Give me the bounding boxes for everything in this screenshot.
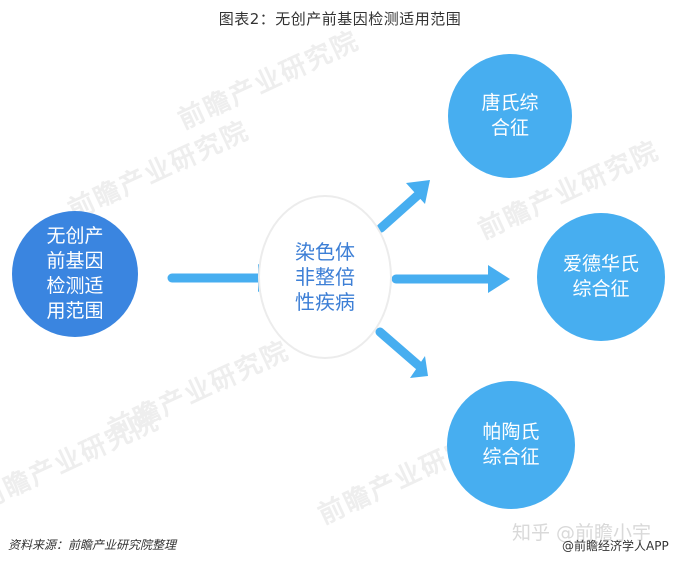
credit-note: @前瞻经济学人APP — [562, 539, 669, 553]
arrow-center-to-outcome-2 — [391, 265, 510, 293]
page-title: 图表2：无创产前基因检测适用范围 — [218, 10, 462, 28]
source-note: 资料来源：前瞻产业研究院整理 — [8, 538, 177, 552]
source-node-nipt-scope: 无创产 前基因 检测适 用范围 — [12, 211, 138, 337]
center-node-label: 染色体 非整倍 性疾病 — [295, 239, 355, 314]
outcome-node-label: 爱德华氏 综合征 — [562, 253, 639, 300]
outcome-node-patau-syndrome: 帕陶氏 综合征 — [447, 381, 575, 509]
watermark: 前瞻产业研究院 — [0, 405, 165, 516]
watermark: 前瞻产业研究院 — [63, 115, 255, 226]
arrow-center-to-outcome-1 — [376, 180, 430, 233]
center-node-chromosomal-aneuploidy: 染色体 非整倍 性疾病 — [258, 195, 392, 359]
source-node-label: 无创产 前基因 检测适 用范围 — [46, 225, 104, 322]
outcome-node-label: 帕陶氏 综合征 — [482, 421, 540, 468]
outcome-node-label: 唐氏综 合征 — [481, 92, 539, 139]
outcome-node-down-syndrome: 唐氏综 合征 — [448, 54, 572, 178]
watermark: 前瞻产业研究院 — [173, 25, 365, 136]
arrow-center-to-outcome-3 — [375, 327, 428, 378]
outcome-node-edwards-syndrome: 爱德华氏 综合征 — [537, 213, 665, 341]
zhihu-watermark: 知乎 @前瞻小宇 — [512, 522, 652, 544]
